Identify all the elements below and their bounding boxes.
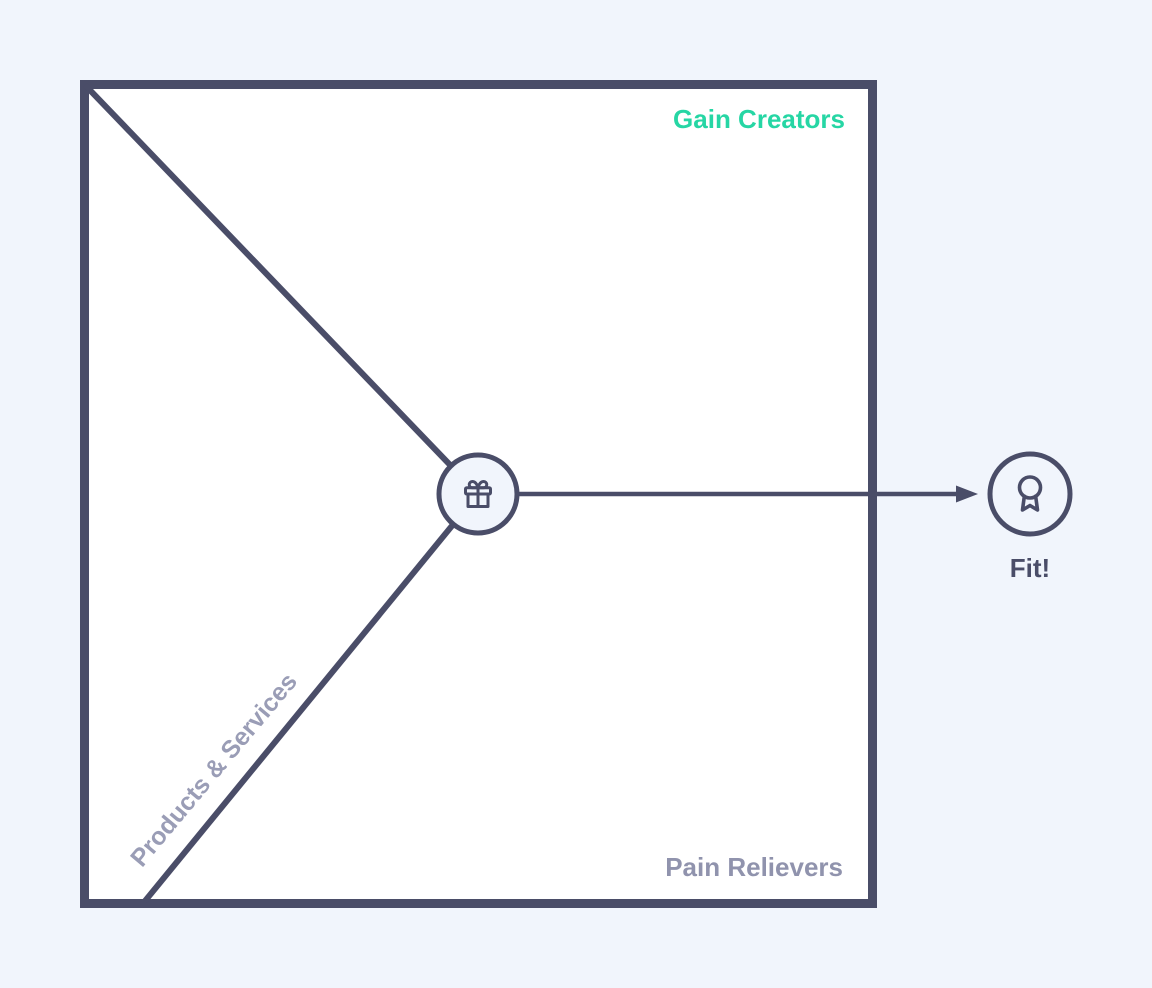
fit-label: Fit! (1009, 553, 1051, 583)
award-badge (987, 451, 1073, 537)
gain-creators-label: Gain Creators (673, 104, 845, 134)
pain-relievers-label: Pain Relievers (665, 852, 843, 882)
award-icon (1017, 475, 1043, 512)
